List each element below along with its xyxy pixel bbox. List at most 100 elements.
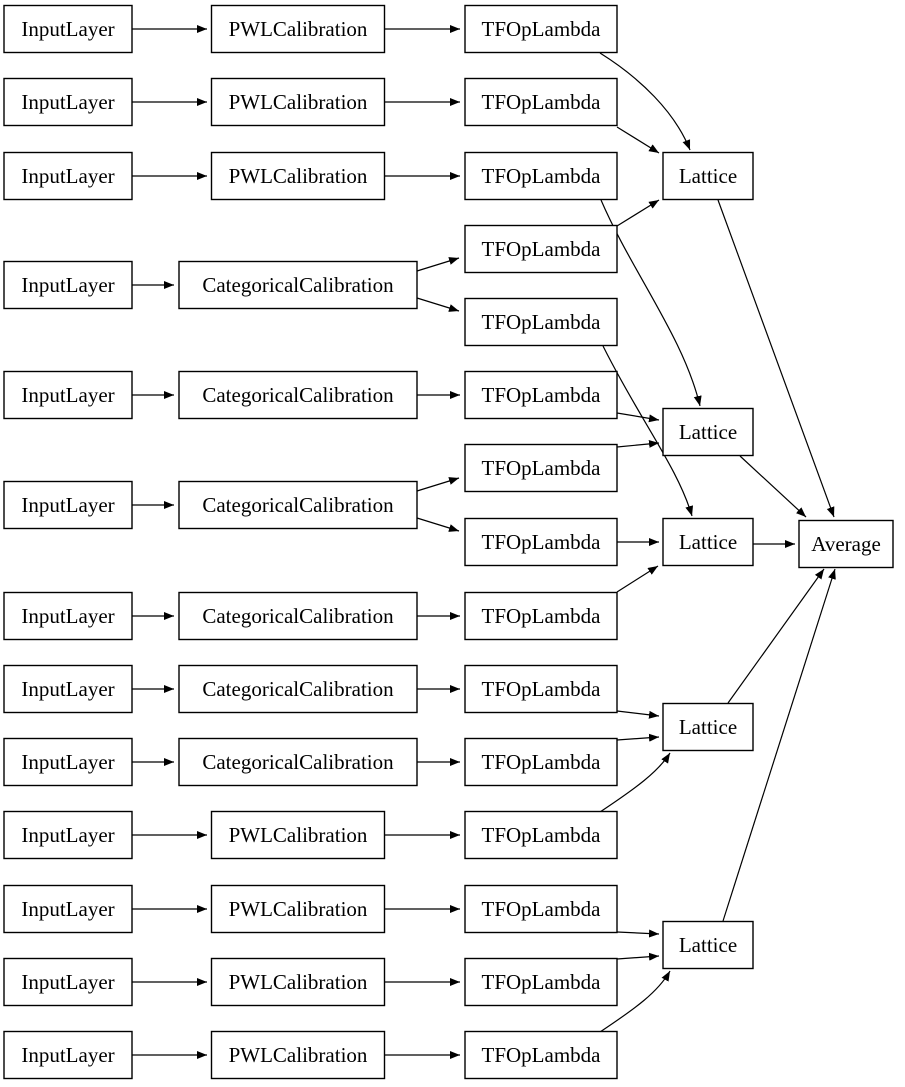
node-il9-inputlayer: InputLayer	[3, 737, 133, 787]
node-box	[464, 370, 618, 420]
node-label: TFOpLambda	[482, 383, 602, 407]
node-box	[178, 591, 418, 641]
node-c3-pwlcalibration: PWLCalibration	[210, 151, 386, 201]
node-box	[662, 920, 754, 970]
edge-lat2-avg	[739, 455, 807, 518]
node-label: PWLCalibration	[229, 164, 368, 188]
node-c5-categoricalcalibration: CategoricalCalibration	[178, 370, 418, 420]
node-box	[662, 407, 754, 457]
node-t11-tfoplambda: TFOpLambda	[464, 884, 618, 934]
node-label: InputLayer	[21, 164, 114, 188]
node-c1-pwlcalibration: PWLCalibration	[210, 4, 386, 54]
edge-t11-lat5	[616, 929, 660, 938]
edge-c4-t4a	[416, 257, 460, 272]
node-il13-inputlayer: InputLayer	[3, 1030, 133, 1080]
node-box	[464, 77, 618, 127]
edge-t12-lat5	[616, 952, 660, 961]
node-c7-categoricalcalibration: CategoricalCalibration	[178, 591, 418, 641]
node-label: TFOpLambda	[482, 90, 602, 114]
node-label: InputLayer	[21, 17, 114, 41]
node-lat1-lattice: Lattice	[662, 151, 754, 201]
node-t8-tfoplambda: TFOpLambda	[464, 664, 618, 714]
node-lat2-lattice: Lattice	[662, 407, 754, 457]
node-box	[798, 519, 894, 569]
edge-t9-lat4	[616, 733, 660, 742]
node-label: TFOpLambda	[482, 456, 602, 480]
node-label: TFOpLambda	[482, 897, 602, 921]
node-box	[464, 737, 618, 787]
node-label: Lattice	[679, 530, 737, 554]
edge-c4-t4b	[416, 297, 460, 312]
node-label: PWLCalibration	[229, 90, 368, 114]
node-t9-tfoplambda: TFOpLambda	[464, 737, 618, 787]
edge-t2-lat1	[616, 126, 660, 154]
node-il1-inputlayer: InputLayer	[3, 4, 133, 54]
node-label: Lattice	[679, 420, 737, 444]
node-box	[3, 151, 133, 201]
node-il12-inputlayer: InputLayer	[3, 957, 133, 1007]
node-label: PWLCalibration	[229, 897, 368, 921]
node-il4-inputlayer: InputLayer	[3, 260, 133, 310]
node-label: CategoricalCalibration	[202, 383, 394, 407]
node-box	[464, 591, 618, 641]
node-label: TFOpLambda	[482, 750, 602, 774]
node-box	[3, 4, 133, 54]
node-label: InputLayer	[21, 273, 114, 297]
edge-t10-lat4	[599, 752, 671, 813]
node-label: InputLayer	[21, 604, 114, 628]
node-il3-inputlayer: InputLayer	[3, 151, 133, 201]
node-label: Lattice	[679, 164, 737, 188]
edge-t5-lat2	[616, 412, 660, 423]
node-t13-tfoplambda: TFOpLambda	[464, 1030, 618, 1080]
node-box	[464, 443, 618, 493]
node-il11-inputlayer: InputLayer	[3, 884, 133, 934]
node-box	[210, 884, 386, 934]
node-label: CategoricalCalibration	[202, 677, 394, 701]
node-box	[3, 884, 133, 934]
node-box	[210, 957, 386, 1007]
node-label: TFOpLambda	[482, 237, 602, 261]
node-box	[464, 517, 618, 567]
node-t4b-tfoplambda: TFOpLambda	[464, 297, 618, 347]
node-label: TFOpLambda	[482, 677, 602, 701]
node-box	[464, 224, 618, 274]
node-label: Average	[811, 532, 881, 556]
node-box	[210, 810, 386, 860]
node-t7-tfoplambda: TFOpLambda	[464, 591, 618, 641]
node-il6-inputlayer: InputLayer	[3, 480, 133, 530]
node-label: TFOpLambda	[482, 823, 602, 847]
node-box	[3, 737, 133, 787]
node-box	[178, 664, 418, 714]
node-c10-pwlcalibration: PWLCalibration	[210, 810, 386, 860]
node-lat3-lattice: Lattice	[662, 517, 754, 567]
node-il2-inputlayer: InputLayer	[3, 77, 133, 127]
node-box	[210, 4, 386, 54]
node-label: CategoricalCalibration	[202, 273, 394, 297]
node-box	[464, 151, 618, 201]
node-box	[662, 517, 754, 567]
node-label: TFOpLambda	[482, 604, 602, 628]
node-c9-categoricalcalibration: CategoricalCalibration	[178, 737, 418, 787]
node-t1-tfoplambda: TFOpLambda	[464, 4, 618, 54]
node-box	[3, 810, 133, 860]
node-label: CategoricalCalibration	[202, 604, 394, 628]
node-lat4-lattice: Lattice	[662, 702, 754, 752]
node-box	[3, 260, 133, 310]
edge-t13-lat5	[599, 970, 671, 1033]
node-box	[210, 151, 386, 201]
node-box	[3, 370, 133, 420]
node-c12-pwlcalibration: PWLCalibration	[210, 957, 386, 1007]
node-label: TFOpLambda	[482, 970, 602, 994]
edge-c6-t6b	[416, 517, 460, 532]
node-box	[662, 151, 754, 201]
node-label: TFOpLambda	[482, 17, 602, 41]
node-box	[3, 957, 133, 1007]
node-box	[464, 884, 618, 934]
edge-t4a-lat1	[616, 199, 660, 227]
node-t2-tfoplambda: TFOpLambda	[464, 77, 618, 127]
node-t3-tfoplambda: TFOpLambda	[464, 151, 618, 201]
edge-c6-t6a	[416, 477, 460, 492]
node-box	[3, 480, 133, 530]
node-box	[3, 664, 133, 714]
